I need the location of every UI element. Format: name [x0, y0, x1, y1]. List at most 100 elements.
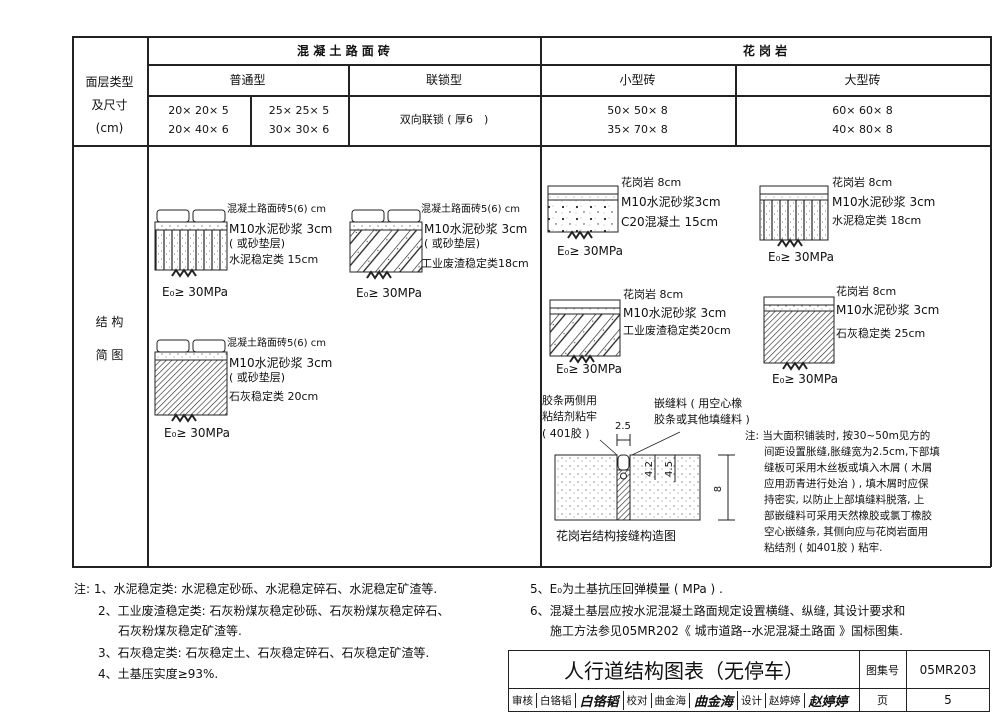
layer-label: 水泥稳定类 15cm — [229, 253, 319, 266]
dim-total: 8 — [713, 485, 725, 493]
diagram-granite-c20 — [547, 185, 619, 240]
layer-label: 水泥稳定类 18cm — [832, 214, 922, 227]
signature-row: 审核 白铬韬 白铬韬 校对 曲金海 曲金海 设计 赵婷婷 赵婷婷 — [509, 689, 860, 711]
size-value: 双向联锁 ( 厚6 ) — [399, 113, 489, 126]
joint-note: 应用沥青进行处治 ) , 填木屑时应保 — [764, 478, 929, 490]
diagram-concrete-lime — [154, 339, 228, 423]
row-label-structure-1: 结 构 — [95, 315, 124, 329]
note-2: 2、工业废渣稳定类: 石灰粉煤灰稳定砂砾、石灰粉煤灰稳定碎石、 — [98, 604, 450, 618]
table-border-bottom — [72, 566, 991, 568]
layer-label: C20混凝土 15cm — [621, 215, 719, 229]
e0-label: E₀≥ 30MPa — [768, 250, 834, 264]
reviewer-signature: 白铬韬 — [576, 690, 624, 710]
table-line — [735, 64, 737, 145]
row-label-unit: (cm) — [95, 121, 124, 135]
joint-right-label: 胶条或其他填缝料 ) — [654, 413, 750, 426]
size-value: 30× 30× 6 — [268, 123, 330, 136]
joint-note: 注: 当大面积铺装时, 按30~50m见方的 — [745, 430, 931, 442]
joint-note: 部嵌缝料可采用天然橡胶或氯丁橡胶 — [764, 510, 932, 522]
e0-label: E₀≥ 30MPa — [356, 286, 422, 300]
table-line — [72, 145, 991, 147]
e0-label: E₀≥ 30MPa — [164, 426, 230, 440]
diagram-concrete-industrial — [349, 209, 423, 280]
joint-left-label: 粘结剂粘牢 — [542, 410, 597, 423]
table-line — [540, 36, 542, 567]
atlas-number: 05MR203 — [907, 651, 989, 689]
page-number: 5 — [944, 693, 952, 707]
layer-label: 花岗岩 8cm — [836, 285, 897, 298]
joint-detail-drawing — [554, 431, 735, 521]
layer-label: 花岗岩 8cm — [623, 288, 684, 301]
designer-signature: 赵婷婷 — [808, 694, 848, 710]
table-line — [250, 95, 252, 145]
joint-note: 间距设置胀缝,胀缝宽为2.5cm,下部填 — [764, 446, 940, 458]
joint-left-label: 胶条两侧用 — [542, 394, 597, 407]
joint-note: 粘结剂 ( 如401胶 ) 粘牢. — [764, 542, 883, 554]
table-border-right — [990, 36, 992, 567]
drawing-title: 人行道结构图表（无停车） — [509, 651, 860, 689]
table-line — [147, 95, 991, 97]
page-label: 页 — [859, 689, 907, 711]
size-value: 35× 70× 8 — [607, 123, 668, 136]
large-brick-header: 大型砖 — [844, 73, 881, 87]
row-label-type: 面层类型 — [85, 75, 134, 89]
checker-name: 曲金海 — [652, 692, 691, 708]
concrete-brick-header: 混 凝 土 路 面 砖 — [297, 44, 390, 58]
size-value: 20× 20× 5 — [168, 104, 229, 117]
layer-label: 工业废渣稳定类18cm — [421, 257, 529, 270]
joint-caption: 花岗岩结构接缝构造图 — [556, 529, 677, 543]
layer-label: 花岗岩 8cm — [621, 176, 682, 189]
joint-right-label: 嵌缝料 ( 用空心橡 — [654, 397, 743, 410]
table-border-left — [72, 36, 74, 567]
e0-label: E₀≥ 30MPa — [557, 244, 623, 258]
row-label-structure-2: 简 图 — [95, 348, 124, 362]
reviewer-name: 白铬韬 — [537, 692, 576, 708]
checker-signature: 曲金海 — [690, 690, 739, 710]
layer-label: M10水泥砂浆 3cm — [623, 306, 727, 320]
layer-label: M10水泥砂浆 3cm — [832, 195, 936, 209]
layer-label: 混凝土路面砖5(6) cm — [227, 204, 326, 215]
layer-label: 工业废渣稳定类20cm — [623, 324, 731, 337]
e0-label: E₀≥ 30MPa — [162, 285, 228, 299]
note-2-cont: 石灰粉煤灰稳定矿渣等. — [118, 624, 242, 638]
ordinary-type-header: 普通型 — [229, 73, 266, 87]
e0-label: E₀≥ 30MPa — [772, 372, 838, 386]
layer-label: ( 或砂垫层) — [229, 237, 286, 250]
dim-width: 2.5 — [615, 421, 631, 432]
small-brick-header: 小型砖 — [619, 73, 656, 87]
joint-note: 持密实, 以防止上部填缝料脱落, 上 — [764, 494, 925, 506]
layer-label: M10水泥砂浆 3cm — [229, 222, 333, 236]
e0-label: E₀≥ 30MPa — [556, 362, 622, 376]
layer-label: 花岗岩 8cm — [832, 176, 893, 189]
row-label-size: 及尺寸 — [91, 98, 128, 112]
table-line — [147, 36, 149, 567]
table-border-top — [72, 36, 991, 38]
layer-label: M10水泥砂浆3cm — [621, 195, 721, 209]
diagram-granite-lime — [763, 296, 835, 371]
layer-label: 石灰稳定类 25cm — [836, 327, 926, 340]
table-line — [348, 64, 350, 145]
title-block: 人行道结构图表（无停车） 图集号 05MR203 审核 白铬韬 白铬韬 校对 曲… — [508, 650, 990, 712]
check-label: 校对 — [624, 692, 652, 708]
dim-b: 4.5 — [663, 461, 675, 477]
layer-label: M10水泥砂浆 3cm — [424, 222, 528, 236]
interlock-type-header: 联锁型 — [425, 73, 462, 87]
joint-note: 缝板可采用木丝板或填入木屑 ( 木屑 — [764, 462, 933, 474]
review-label: 审核 — [509, 692, 537, 708]
layer-label: ( 或砂垫层) — [229, 371, 286, 384]
design-label: 设计 — [738, 692, 767, 708]
table-line — [147, 64, 991, 66]
note-5: 5、E₀为土基抗压回弹模量 ( MPa ) . — [530, 582, 723, 596]
note-6: 6、混凝土基层应按水泥混凝土路面规定设置横缝、纵缝, 其设计要求和 — [530, 604, 906, 618]
atlas-label: 图集号 — [859, 651, 907, 689]
layer-label: ( 或砂垫层) — [424, 237, 481, 250]
joint-note: 空心嵌缝条, 其侧向应与花岗岩面用 — [764, 526, 929, 538]
layer-label: 石灰稳定类 20cm — [229, 390, 319, 403]
size-value: 50× 50× 8 — [607, 104, 668, 117]
size-value: 40× 80× 8 — [832, 123, 893, 136]
note-3: 3、石灰稳定类: 石灰稳定土、石灰稳定碎石、石灰稳定矿渣等. — [98, 646, 430, 660]
joint-left-label: ( 401胶 ) — [542, 427, 590, 440]
granite-header: 花 岗 岩 — [742, 44, 788, 58]
layer-label: M10水泥砂浆 3cm — [229, 356, 333, 370]
